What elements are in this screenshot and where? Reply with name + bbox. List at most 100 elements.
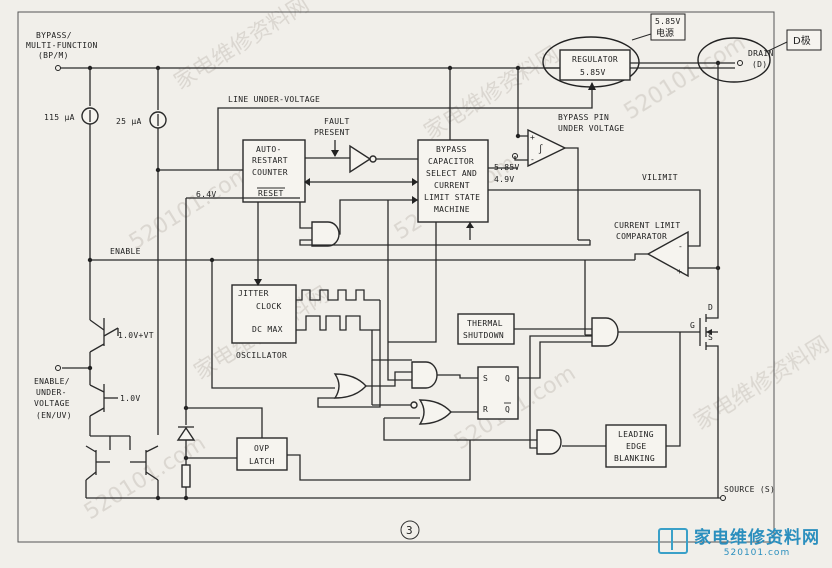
enable-label: ENABLE — [110, 247, 141, 256]
source-label: SOURCE (S) — [724, 485, 775, 494]
bcs-line1: BYPASS — [436, 145, 467, 154]
osc-label: OSCILLATOR — [236, 351, 287, 360]
book-icon — [658, 527, 688, 554]
enable-transistor-stack: 1.0V+VT 1.0V — [55, 318, 159, 498]
reg-note-1: 5.85V — [655, 17, 681, 26]
thermal-shutdown-block — [457, 313, 515, 345]
sr-s: S — [483, 374, 488, 383]
mos-source: S — [708, 333, 713, 342]
drain-label-d: (D) — [752, 60, 767, 69]
drain-note-box — [786, 29, 822, 51]
label-115ua: 115 μA — [44, 113, 75, 122]
uv-threshold-high: 5.85V — [494, 163, 520, 172]
latch-label: LATCH — [249, 457, 275, 466]
bcs-line4: CURRENT — [434, 181, 470, 190]
bp-label-2: MULTI-FUNCTION — [26, 41, 98, 50]
arc-line1: AUTO- — [256, 145, 282, 154]
bp-label-1: BYPASS/ — [36, 31, 72, 40]
label-1v-vt: 1.0V+VT — [118, 331, 154, 340]
bp-uv-comparator — [527, 128, 567, 168]
source-terminal — [720, 495, 726, 501]
sr-q: Q — [505, 374, 510, 383]
bypass-cap-state-machine — [417, 139, 489, 223]
watermark-text: 家电维修资料网 — [420, 42, 564, 145]
ovp-latch — [236, 437, 288, 471]
figure-number: 3 — [406, 524, 413, 537]
label-1v: 1.0V — [120, 394, 140, 403]
current-limit-comparator — [646, 230, 689, 278]
watermark-text: 520101.com — [620, 31, 750, 125]
osc-dcmax: DC MAX — [252, 325, 283, 334]
inverter-buffer — [349, 144, 372, 174]
or-gate-1 — [333, 373, 367, 399]
arc-line2: RESTART — [252, 156, 288, 165]
reg-note-2: 电源 — [656, 27, 674, 39]
clc-label-2: COMPARATOR — [616, 232, 667, 241]
or-gate-reset — [418, 399, 452, 425]
present-label: PRESENT — [314, 128, 350, 137]
bcs-line2: CAPACITOR — [428, 157, 474, 166]
bcs-line6: MACHINE — [434, 205, 470, 214]
logo-url: 520101.com — [723, 548, 791, 558]
en-uv-terminal — [55, 365, 61, 371]
reg-label: REGULATOR — [572, 55, 618, 64]
osc-jitter: JITTER — [238, 289, 269, 298]
and-gate-restart — [311, 221, 340, 247]
oscillator-block — [231, 284, 297, 344]
bpuv-plus: + — [530, 133, 535, 142]
regulator-note-box — [650, 13, 686, 41]
bcs-line3: SELECT AND — [426, 169, 477, 178]
power-mosfet: D G S — [690, 63, 719, 498]
outer-frame — [17, 11, 775, 543]
watermark-text: 家电维修资料网 — [170, 0, 314, 95]
vilimit-label: VILIMIT — [642, 173, 678, 182]
enuv-label-4: (EN/UV) — [36, 411, 72, 420]
regulator-block — [559, 49, 631, 81]
shutdown-label: SHUTDOWN — [463, 331, 504, 340]
sr-r: R — [483, 405, 488, 414]
current-source-25ua: 25 μA — [116, 68, 167, 435]
drain-note: D极 — [793, 34, 811, 47]
clock-waveform — [296, 289, 380, 301]
label-6-4v: 6.4V — [196, 190, 216, 199]
bp-label-3: (BP/M) — [38, 51, 69, 60]
regulator-callout-oval — [542, 36, 640, 88]
fault-label: FAULT — [324, 117, 350, 126]
enuv-label-1: ENABLE/ — [34, 377, 70, 386]
clc-label-1: CURRENT LIMIT — [614, 221, 681, 230]
auto-restart-counter — [242, 139, 306, 203]
uv-threshold-low: 4.9V — [494, 175, 514, 184]
enuv-label-2: UNDER- — [36, 388, 67, 397]
and-gate-set — [411, 361, 438, 389]
bp-uv-label-1: BYPASS PIN — [558, 113, 609, 122]
leb-1: LEADING — [618, 430, 654, 439]
mos-drain: D — [708, 303, 713, 312]
watermark-layer: 520101.com 家电维修资料网 520101.com 家电维修资料网 52… — [80, 0, 832, 525]
line-uv-wire — [217, 83, 593, 170]
arc-reset: RESET — [258, 189, 284, 198]
leb-3: BLANKING — [614, 454, 655, 463]
logo-name: 家电维修资料网 — [694, 528, 820, 548]
leading-edge-blanking — [605, 424, 667, 468]
ovp-label: OVP — [254, 444, 269, 453]
sr-qbar: Q — [505, 405, 510, 414]
schmitt-icon: ∫ — [538, 144, 543, 155]
line-uv-label: LINE UNDER-VOLTAGE — [228, 95, 320, 104]
thermal-label: THERMAL — [467, 319, 503, 328]
figure-number-circle — [400, 520, 420, 540]
sr-latch — [477, 366, 519, 420]
leb-2: EDGE — [626, 442, 646, 451]
resistor — [181, 464, 191, 488]
mos-gate: G — [690, 321, 695, 330]
bpuv-minus: - — [530, 155, 535, 164]
drain-label: DRAIN — [748, 49, 774, 58]
current-source-115ua: 115 μA — [44, 68, 99, 320]
site-logo: 家电维修资料网 520101.com — [658, 523, 820, 558]
drain-pin-terminal — [737, 60, 743, 66]
osc-clock: CLOCK — [256, 302, 282, 311]
and-gate-leb — [536, 429, 562, 455]
reg-voltage: 5.85V — [580, 68, 606, 77]
and-gate-output — [591, 317, 619, 347]
